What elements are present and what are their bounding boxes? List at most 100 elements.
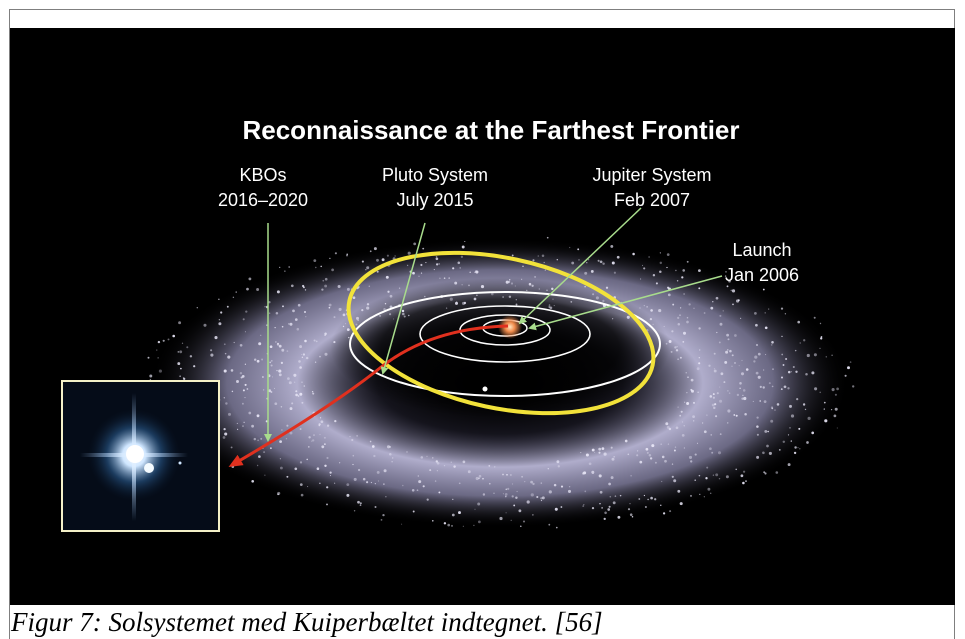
kuiper-belt-speck xyxy=(274,402,278,406)
kuiper-belt-speck xyxy=(698,287,701,290)
kuiper-belt-speck xyxy=(756,455,760,459)
kuiper-belt-speck xyxy=(462,460,466,464)
kuiper-belt-speck xyxy=(469,271,471,273)
planet-dot xyxy=(482,386,488,392)
kuiper-belt-speck xyxy=(263,389,265,391)
trajectory-arrow xyxy=(228,324,509,468)
kuiper-belt-speck xyxy=(670,350,673,353)
kuiper-belt-speck xyxy=(453,465,456,468)
kuiper-belt-speck xyxy=(780,307,784,310)
kuiper-belt-speck xyxy=(767,430,770,433)
kuiper-belt-speck xyxy=(443,464,446,467)
kuiper-belt-speck xyxy=(567,489,572,493)
kuiper-belt-speck xyxy=(726,422,729,424)
kuiper-belt-speck xyxy=(588,259,590,261)
kuiper-belt-speck xyxy=(494,466,496,468)
kuiper-belt-speck xyxy=(451,513,455,517)
kuiper-belt-speck xyxy=(482,477,484,480)
pluto-pointer xyxy=(380,222,426,375)
kuiper-belt-speck xyxy=(324,352,328,356)
kuiper-belt-speck xyxy=(588,462,592,466)
kuiper-belt-speck xyxy=(443,277,446,279)
kuiper-belt-speck xyxy=(806,353,810,358)
kuiper-belt-speck xyxy=(324,277,328,281)
kuiper-belt-speck xyxy=(738,365,740,367)
kuiper-belt-speck xyxy=(824,419,828,423)
kuiper-belt-speck xyxy=(408,314,410,317)
pluto-label-line2: July 2015 xyxy=(396,190,473,210)
kuiper-belt-speck xyxy=(177,351,180,353)
kuiper-belt-speck xyxy=(286,350,289,352)
kuiper-belt-speck xyxy=(811,431,815,435)
kuiper-belt-speck xyxy=(755,371,759,375)
kuiper-belt-speck xyxy=(703,496,705,498)
figure-caption: Figur 7: Solsystemet med Kuiperbæltet in… xyxy=(11,607,603,637)
kuiper-belt-speck xyxy=(578,259,580,261)
kuiper-belt-speck xyxy=(752,400,754,402)
kuiper-belt-speck xyxy=(379,314,382,317)
kuiper-belt-speck xyxy=(502,473,504,476)
kuiper-belt-speck xyxy=(690,460,693,463)
kuiper-belt-speck xyxy=(742,394,744,397)
kuiper-belt-speck xyxy=(652,323,654,326)
kuiper-belt-speck xyxy=(554,507,558,511)
kuiper-belt-speck xyxy=(785,357,788,361)
kuiper-belt-speck xyxy=(759,400,762,402)
kuiper-belt-speck xyxy=(819,347,821,350)
kuiper-belt-speck xyxy=(270,447,272,450)
kuiper-belt-speck xyxy=(488,482,491,485)
kuiper-belt-speck xyxy=(369,250,372,253)
kuiper-belt-speck xyxy=(307,486,309,488)
kuiper-belt-speck xyxy=(762,288,765,291)
kuiper-belt-speck xyxy=(301,401,304,404)
launch-label-line1: Launch xyxy=(732,240,791,260)
kuiper-belt-speck xyxy=(447,523,451,527)
kuiper-belt-speck xyxy=(260,437,263,440)
kuiper-belt-speck xyxy=(473,297,477,301)
kuiper-belt-speck xyxy=(178,321,182,325)
kuiper-belt-speck xyxy=(710,306,714,310)
kuiper-belt-speck xyxy=(601,447,605,450)
kuiper-belt-speck xyxy=(725,475,729,479)
kuiper-belt-speck xyxy=(225,402,228,405)
kuiper-belt-speck xyxy=(304,339,307,343)
kuiper-belt-speck xyxy=(438,263,440,265)
kuiper-belt-speck xyxy=(643,494,646,497)
kuiper-belt-speck xyxy=(681,276,684,279)
kuiper-belt-speck xyxy=(223,397,225,399)
kuiper-belt-speck xyxy=(236,422,238,424)
kuiper-belt-speck xyxy=(532,514,534,516)
kuiper-belt-speck xyxy=(549,306,553,310)
kuiper-belt-speck xyxy=(524,480,526,483)
jupiter-label-line2: Feb 2007 xyxy=(614,190,690,210)
kuiper-belt-speck xyxy=(293,373,297,377)
kuiper-belt-speck xyxy=(426,455,428,458)
kuiper-belt-speck xyxy=(508,295,512,299)
kuiper-belt-speck xyxy=(222,436,226,439)
kuiper-belt-speck xyxy=(407,251,411,255)
kuiper-belt-speck xyxy=(359,504,362,507)
kuiper-belt-speck xyxy=(530,493,534,497)
kuiper-belt-speck xyxy=(329,471,332,474)
kuiper-belt-speck xyxy=(745,368,749,371)
kuiper-belt-speck xyxy=(631,515,634,518)
kuiper-belt-speck xyxy=(233,341,235,344)
kuiper-belt-speck xyxy=(366,306,370,310)
kuiper-belt-speck xyxy=(665,422,669,426)
kuiper-belt-speck xyxy=(298,360,301,363)
kuiper-belt-speck xyxy=(521,278,523,280)
kuiper-belt-speck xyxy=(674,446,677,448)
kuiper-belt-speck xyxy=(759,385,762,388)
kuiper-belt-speck xyxy=(226,305,229,308)
kuiper-belt-speck xyxy=(275,311,279,315)
kuiper-belt-speck xyxy=(672,303,675,306)
kuiper-belt-speck xyxy=(258,342,262,346)
kuiper-belt-speck xyxy=(203,323,207,327)
kuiper-belt-speck xyxy=(316,467,320,470)
kuiper-belt-speck xyxy=(665,342,668,345)
kuiper-belt-speck xyxy=(279,440,282,443)
kuiper-belt-speck xyxy=(261,358,264,361)
kuiper-belt-speck xyxy=(258,455,261,458)
kuiper-belt-speck xyxy=(730,289,733,292)
kuiper-belt-speck xyxy=(610,446,613,449)
